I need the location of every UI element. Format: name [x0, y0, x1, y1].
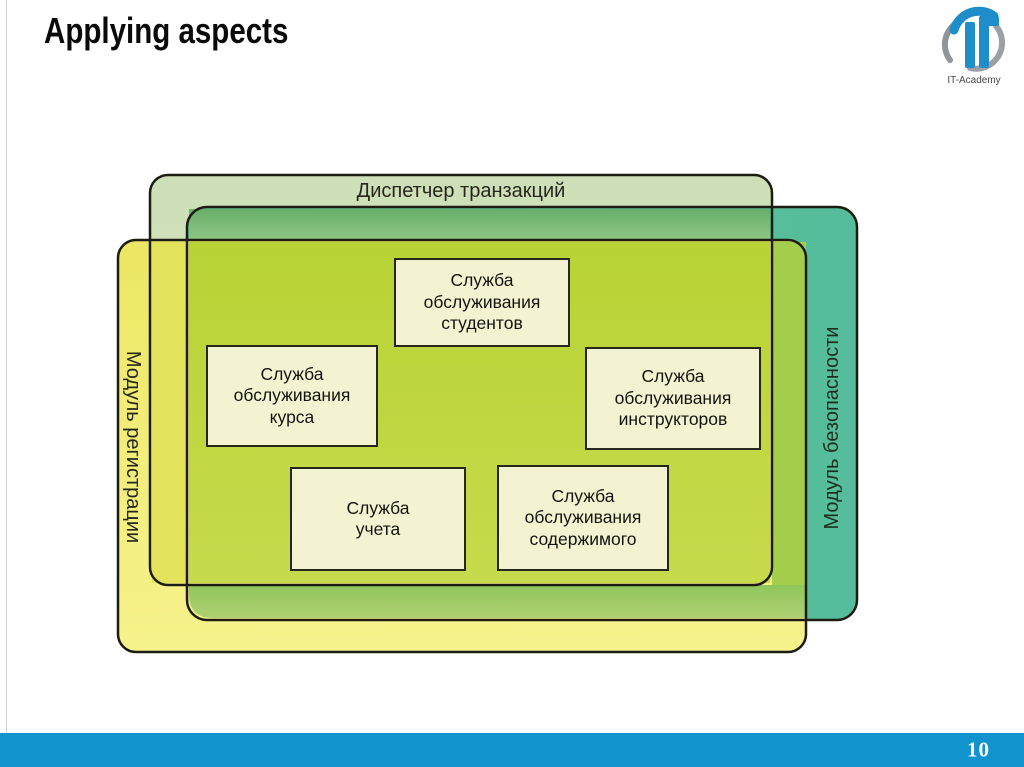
it-academy-logo-icon [941, 6, 1006, 72]
overlap-registration-transaction [152, 242, 187, 583]
overlap-transaction-security [189, 209, 770, 240]
registration-module-label: Модуль регистрации [122, 350, 144, 544]
it-academy-logo-caption: IT-Academy [947, 75, 1001, 86]
it-academy-logo: IT-Academy [938, 4, 1010, 86]
service-box-students-label: Служба обслуживания студентов [423, 270, 541, 334]
overlap-registration-security-bottom [189, 585, 806, 618]
page-number: 10 [967, 737, 990, 762]
slide-edge-line [6, 0, 7, 767]
service-box-content-label: Служба обслуживания содержимого [524, 485, 642, 549]
security-module-label: Модуль безопасности [821, 326, 843, 530]
service-box-students: Служба обслуживания студентов [394, 258, 570, 347]
overlap-registration-security-right [772, 242, 806, 585]
service-box-content: Служба обслуживания содержимого [497, 465, 669, 571]
transaction-manager-outline [148, 173, 774, 587]
footer-bar: 10 [0, 733, 1024, 767]
service-box-course-label: Служба обслуживания курса [233, 363, 351, 427]
service-box-accounting-label: Служба учета [346, 497, 410, 539]
slide-title: Applying aspects [44, 10, 289, 51]
security-module-outline [185, 205, 859, 622]
service-box-instructors-label: Служба обслуживания инструкторов [614, 366, 732, 430]
service-box-instructors: Служба обслуживания инструкторов [585, 347, 761, 450]
service-box-accounting: Служба учета [290, 467, 466, 571]
registration-module-outline [116, 238, 808, 654]
service-box-course: Служба обслуживания курса [206, 345, 378, 447]
transaction-manager-label: Диспетчер транзакций [356, 180, 566, 202]
